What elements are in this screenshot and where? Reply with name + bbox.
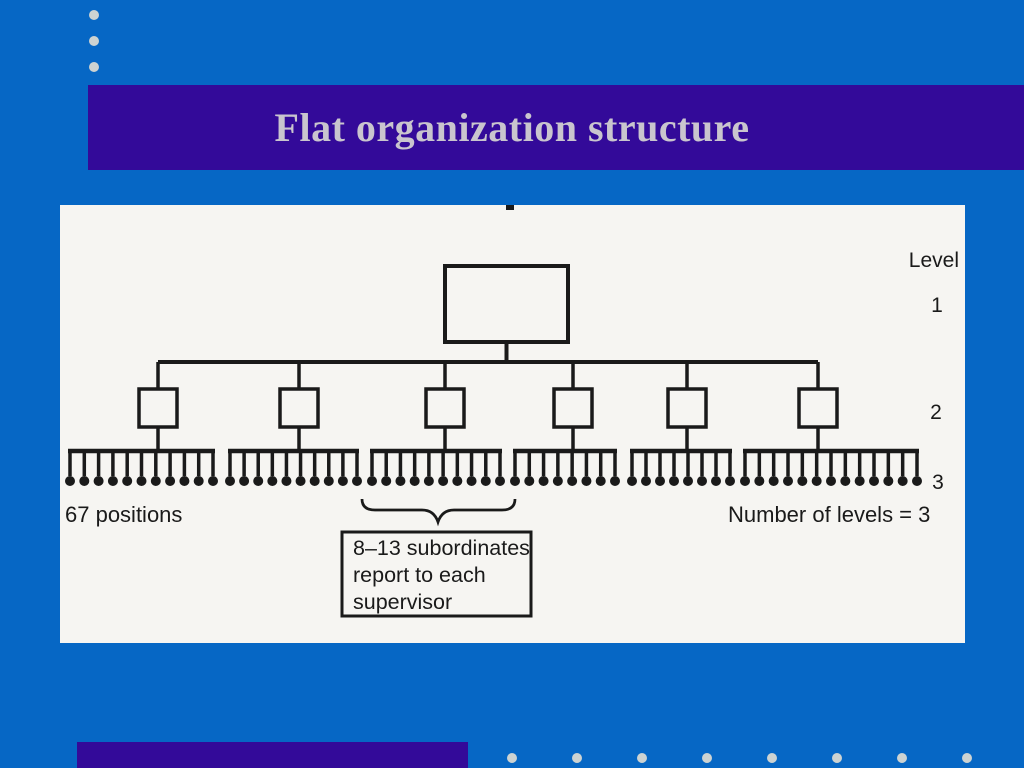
org-box-level2-3 — [424, 387, 466, 429]
subordinate-dot — [538, 476, 549, 486]
subordinate-dot — [883, 476, 894, 486]
decor-dot — [702, 753, 712, 763]
subordinate-dot — [179, 476, 190, 486]
subordinate-dot — [826, 476, 836, 486]
org-chart-dynamic-layer — [65, 360, 922, 486]
subordinate-dot — [337, 476, 348, 486]
level-label-3: 3 — [932, 471, 944, 494]
subordinate-dot — [854, 476, 865, 486]
decor-dot — [507, 753, 517, 763]
subordinate-dot — [409, 476, 420, 486]
subordinate-dot — [725, 476, 735, 486]
subordinate-dot — [641, 476, 651, 486]
subordinate-dot — [581, 476, 592, 486]
subordinate-dot — [136, 476, 147, 486]
brace — [360, 498, 517, 527]
subordinate-dot — [165, 476, 176, 486]
subordinate-dot — [897, 476, 908, 486]
level-label-2: 2 — [930, 401, 942, 424]
bottom-accent-bar — [77, 742, 468, 768]
subordinate-dot — [610, 476, 620, 486]
subordinate-dot — [567, 476, 578, 486]
subordinate-dot — [208, 476, 218, 486]
decor-dot — [897, 753, 907, 763]
callout-line-1: 8–13 subordinates — [353, 536, 530, 560]
org-box-level2-4 — [552, 387, 594, 429]
subordinate-dot — [510, 476, 520, 486]
subordinate-dot — [150, 476, 161, 486]
figure-panel: Level 1 2 3 67 positions Number of level… — [60, 205, 965, 643]
org-box-level2-2 — [278, 387, 320, 429]
subordinate-dot — [697, 476, 707, 486]
subordinate-dot — [79, 476, 90, 486]
top-left-dots — [89, 10, 99, 78]
subordinate-dot — [524, 476, 535, 486]
org-box-level2-5 — [666, 387, 708, 429]
subordinate-dot — [768, 476, 779, 486]
subordinate-dot — [423, 476, 434, 486]
subordinate-dot — [367, 476, 377, 486]
subordinate-dot — [452, 476, 463, 486]
subordinate-dot — [783, 476, 793, 486]
levels-count-caption: Number of levels = 3 — [728, 502, 930, 527]
subordinate-dot — [480, 476, 491, 486]
subordinate-dot — [627, 476, 637, 486]
subordinate-dot — [193, 476, 204, 486]
callout-box — [340, 530, 533, 618]
callout-line-3: supervisor — [353, 590, 452, 614]
subordinate-dot — [438, 476, 449, 486]
org-box-level1 — [443, 264, 570, 344]
decor-dot — [89, 62, 99, 72]
level-column-label: Level — [909, 249, 959, 272]
scan-artifact-tick — [506, 205, 514, 210]
subordinate-dot — [239, 476, 250, 486]
subordinate-dot — [352, 476, 362, 486]
subordinate-dot — [840, 476, 851, 486]
decor-dot — [89, 10, 99, 20]
subordinate-dot — [669, 476, 679, 486]
org-chart-figure: Level 1 2 3 67 positions Number of level… — [65, 205, 959, 618]
subordinate-dot — [267, 476, 278, 486]
decor-dot — [832, 753, 842, 763]
subordinate-dot — [309, 476, 320, 486]
subordinate-dot — [225, 476, 235, 486]
slide-title: Flat organization structure — [274, 105, 750, 150]
bottom-dots — [0, 753, 1024, 763]
subordinate-dot — [655, 476, 665, 486]
subordinate-dot — [869, 476, 879, 486]
title-bar: Flat organization structure — [88, 85, 1024, 170]
subordinate-dot — [253, 476, 264, 486]
decor-dot — [637, 753, 647, 763]
decor-dot — [767, 753, 777, 763]
decor-dot — [572, 753, 582, 763]
subordinate-dot — [912, 476, 922, 486]
subordinate-dot — [466, 476, 477, 486]
subordinate-dot — [295, 476, 306, 486]
subordinate-dot — [683, 476, 693, 486]
subordinate-dot — [65, 476, 75, 486]
callout-line-2: report to each — [353, 563, 486, 587]
subordinate-dot — [552, 476, 563, 486]
subordinate-dot — [740, 476, 750, 486]
subordinate-dot — [281, 476, 292, 486]
subordinate-dot — [395, 476, 406, 486]
subordinate-dot — [93, 476, 104, 486]
org-box-level2-1 — [137, 387, 179, 429]
subordinate-dot — [323, 476, 334, 486]
decor-dot — [89, 36, 99, 46]
subordinate-dot — [754, 476, 765, 486]
subordinate-dot — [811, 476, 822, 486]
subordinate-dot — [797, 476, 808, 486]
positions-caption: 67 positions — [65, 502, 182, 527]
subordinate-dot — [711, 476, 721, 486]
subordinate-dot — [595, 476, 606, 486]
subordinate-dot — [381, 476, 392, 486]
org-box-level2-6 — [797, 387, 839, 429]
subordinate-dot — [122, 476, 133, 486]
subordinate-dot — [107, 476, 118, 486]
subordinate-dot — [495, 476, 505, 486]
level-label-1: 1 — [931, 294, 943, 317]
decor-dot — [962, 753, 972, 763]
